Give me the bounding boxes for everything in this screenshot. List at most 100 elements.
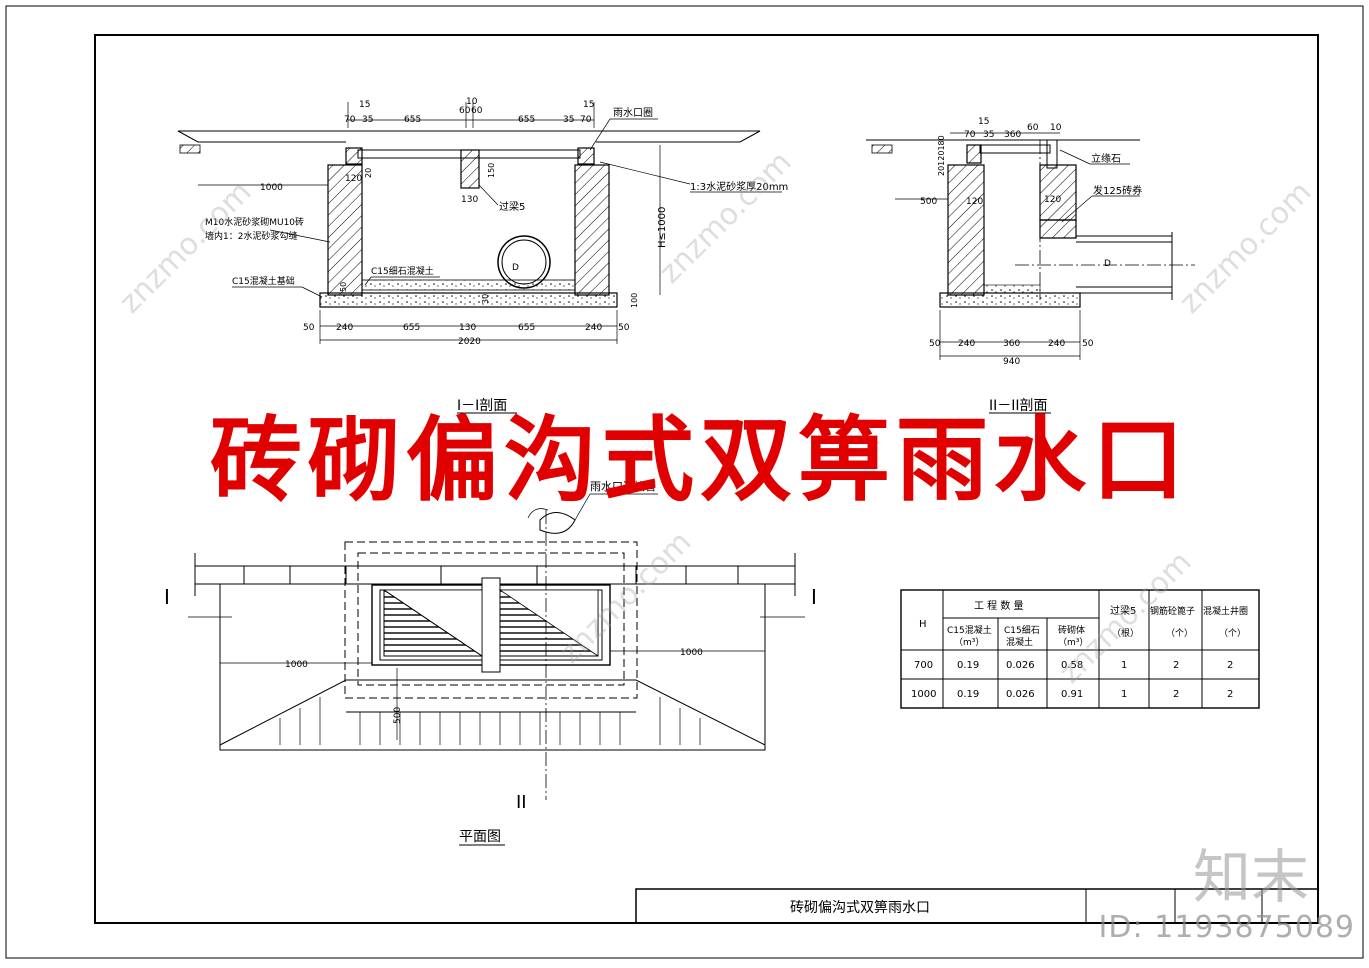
svg-text:过梁5: 过梁5	[499, 200, 525, 213]
svg-text:50: 50	[339, 282, 348, 292]
svg-text:30: 30	[481, 294, 490, 304]
svg-text:700: 700	[914, 660, 933, 671]
mark-I-left: I	[164, 585, 170, 609]
mark-II: II	[516, 792, 527, 813]
svg-text:150: 150	[487, 163, 496, 178]
svg-text:500: 500	[393, 707, 403, 724]
svg-text:C15混凝土: C15混凝土	[947, 624, 992, 636]
main-title: 砖砌偏沟式双箅雨水口	[209, 406, 1190, 514]
image-id: ID: 1193875089	[1098, 910, 1355, 945]
svg-text:0.19: 0.19	[957, 660, 979, 671]
svg-text:10: 10	[1050, 123, 1062, 133]
svg-text:35: 35	[362, 115, 373, 125]
svg-text:360: 360	[1003, 339, 1020, 349]
title-block: 砖砌偏沟式双箅雨水口	[635, 888, 1319, 924]
svg-text:0.026: 0.026	[1006, 689, 1035, 700]
section-1: D 70 35 655 60 60 655 35 70 15 15 10 雨水口…	[177, 97, 788, 414]
svg-text:70: 70	[964, 130, 976, 140]
svg-text:240: 240	[336, 323, 353, 333]
svg-text:50: 50	[618, 323, 630, 333]
brand-logo: 知末	[1192, 843, 1309, 911]
svg-text:D: D	[512, 263, 519, 273]
svg-text:15: 15	[359, 100, 370, 110]
svg-text:墙内1：2水泥砂浆勾缝: 墙内1：2水泥砂浆勾缝	[205, 230, 297, 242]
svg-text:0.026: 0.026	[1006, 660, 1035, 671]
svg-text:（根）: （根）	[1112, 627, 1139, 639]
svg-text:钢筋砼篦子: 钢筋砼篦子	[1150, 605, 1195, 617]
svg-text:过梁5: 过梁5	[1110, 604, 1136, 617]
svg-text:60: 60	[471, 106, 483, 116]
svg-text:混凝土: 混凝土	[1006, 636, 1033, 648]
quantity-table: H 工 程 数 量 C15混凝土 （m³） C15细石 混凝土 砖砌体 （m³）…	[900, 589, 1260, 709]
svg-text:0.19: 0.19	[957, 689, 979, 700]
svg-text:C15细石: C15细石	[1004, 624, 1040, 636]
plan-caption: 平面图	[459, 829, 501, 845]
svg-text:D: D	[1104, 259, 1111, 269]
section-2: D 70 35 360 60 10 15 立缘石 发125砖券 500 120 …	[866, 117, 1195, 414]
svg-text:50: 50	[929, 339, 941, 349]
svg-text:360: 360	[1004, 130, 1021, 140]
svg-text:60: 60	[1027, 123, 1039, 133]
svg-text:120: 120	[345, 174, 362, 184]
svg-text:雨水口圈: 雨水口圈	[613, 107, 653, 119]
svg-text:C15细石混凝土: C15细石混凝土	[371, 265, 434, 277]
svg-text:1000: 1000	[680, 648, 703, 658]
svg-text:雨水口连接管: 雨水口连接管	[590, 479, 656, 493]
svg-text:655: 655	[403, 323, 420, 333]
wall-left	[327, 164, 363, 296]
svg-text:2020: 2020	[458, 337, 481, 347]
svg-text:20120180: 20120180	[937, 135, 946, 176]
svg-text:70: 70	[580, 115, 592, 125]
svg-text:1000: 1000	[260, 183, 283, 193]
section2-caption: II－II剖面	[989, 398, 1048, 414]
svg-text:发125砖券: 发125砖券	[1093, 184, 1142, 197]
svg-text:（m³）: （m³）	[1058, 637, 1088, 648]
svg-text:10: 10	[466, 97, 478, 107]
svg-text:（m³）: （m³）	[954, 637, 984, 648]
svg-text:H≤1000: H≤1000	[657, 207, 668, 248]
svg-text:M10水泥砂浆砌MU10砖: M10水泥砂浆砌MU10砖	[205, 216, 304, 228]
svg-text:1:3水泥砂浆厚20mm: 1:3水泥砂浆厚20mm	[690, 180, 788, 193]
svg-text:50: 50	[303, 323, 315, 333]
svg-text:100: 100	[630, 293, 639, 308]
svg-text:120: 120	[1044, 195, 1061, 205]
svg-text:1: 1	[1121, 689, 1127, 700]
svg-text:C15混凝土基础: C15混凝土基础	[232, 275, 295, 287]
foundation	[319, 292, 618, 308]
svg-text:240: 240	[958, 339, 975, 349]
svg-text:2: 2	[1227, 689, 1233, 700]
pipe	[497, 235, 551, 289]
svg-text:120: 120	[966, 197, 983, 207]
svg-text:砖砌体: 砖砌体	[1058, 624, 1085, 636]
svg-text:立缘石: 立缘石	[1091, 152, 1121, 165]
svg-text:1000: 1000	[285, 660, 308, 670]
section1-caption: I－I剖面	[457, 398, 507, 414]
svg-text:70: 70	[344, 115, 356, 125]
title-block-name: 砖砌偏沟式双箅雨水口	[790, 900, 930, 916]
svg-text:1: 1	[1121, 660, 1127, 671]
svg-text:130: 130	[461, 195, 478, 205]
wall-right	[574, 164, 610, 296]
svg-text:240: 240	[1048, 339, 1065, 349]
table-row: 700 0.19 0.026 0.58 1 2 2	[914, 660, 1233, 671]
table-row: 1000 0.19 0.026 0.91 1 2 2	[911, 689, 1233, 700]
svg-text:混凝土井圈: 混凝土井圈	[1203, 605, 1248, 617]
svg-text:15: 15	[583, 100, 594, 110]
svg-text:500: 500	[920, 197, 937, 207]
svg-text:0.58: 0.58	[1061, 660, 1083, 671]
svg-text:工 程 数 量: 工 程 数 量	[974, 599, 1024, 612]
svg-text:（个）: （个）	[1166, 628, 1193, 639]
svg-text:H: H	[919, 619, 927, 630]
svg-text:2: 2	[1173, 660, 1179, 671]
svg-text:2: 2	[1173, 689, 1179, 700]
svg-text:1000: 1000	[911, 689, 936, 700]
svg-text:130: 130	[459, 323, 476, 333]
svg-text:15: 15	[978, 117, 989, 127]
svg-text:940: 940	[1003, 357, 1020, 367]
svg-text:35: 35	[563, 115, 574, 125]
svg-text:60: 60	[459, 106, 471, 116]
svg-text:240: 240	[585, 323, 602, 333]
svg-text:655: 655	[518, 115, 535, 125]
svg-text:50: 50	[1082, 339, 1094, 349]
